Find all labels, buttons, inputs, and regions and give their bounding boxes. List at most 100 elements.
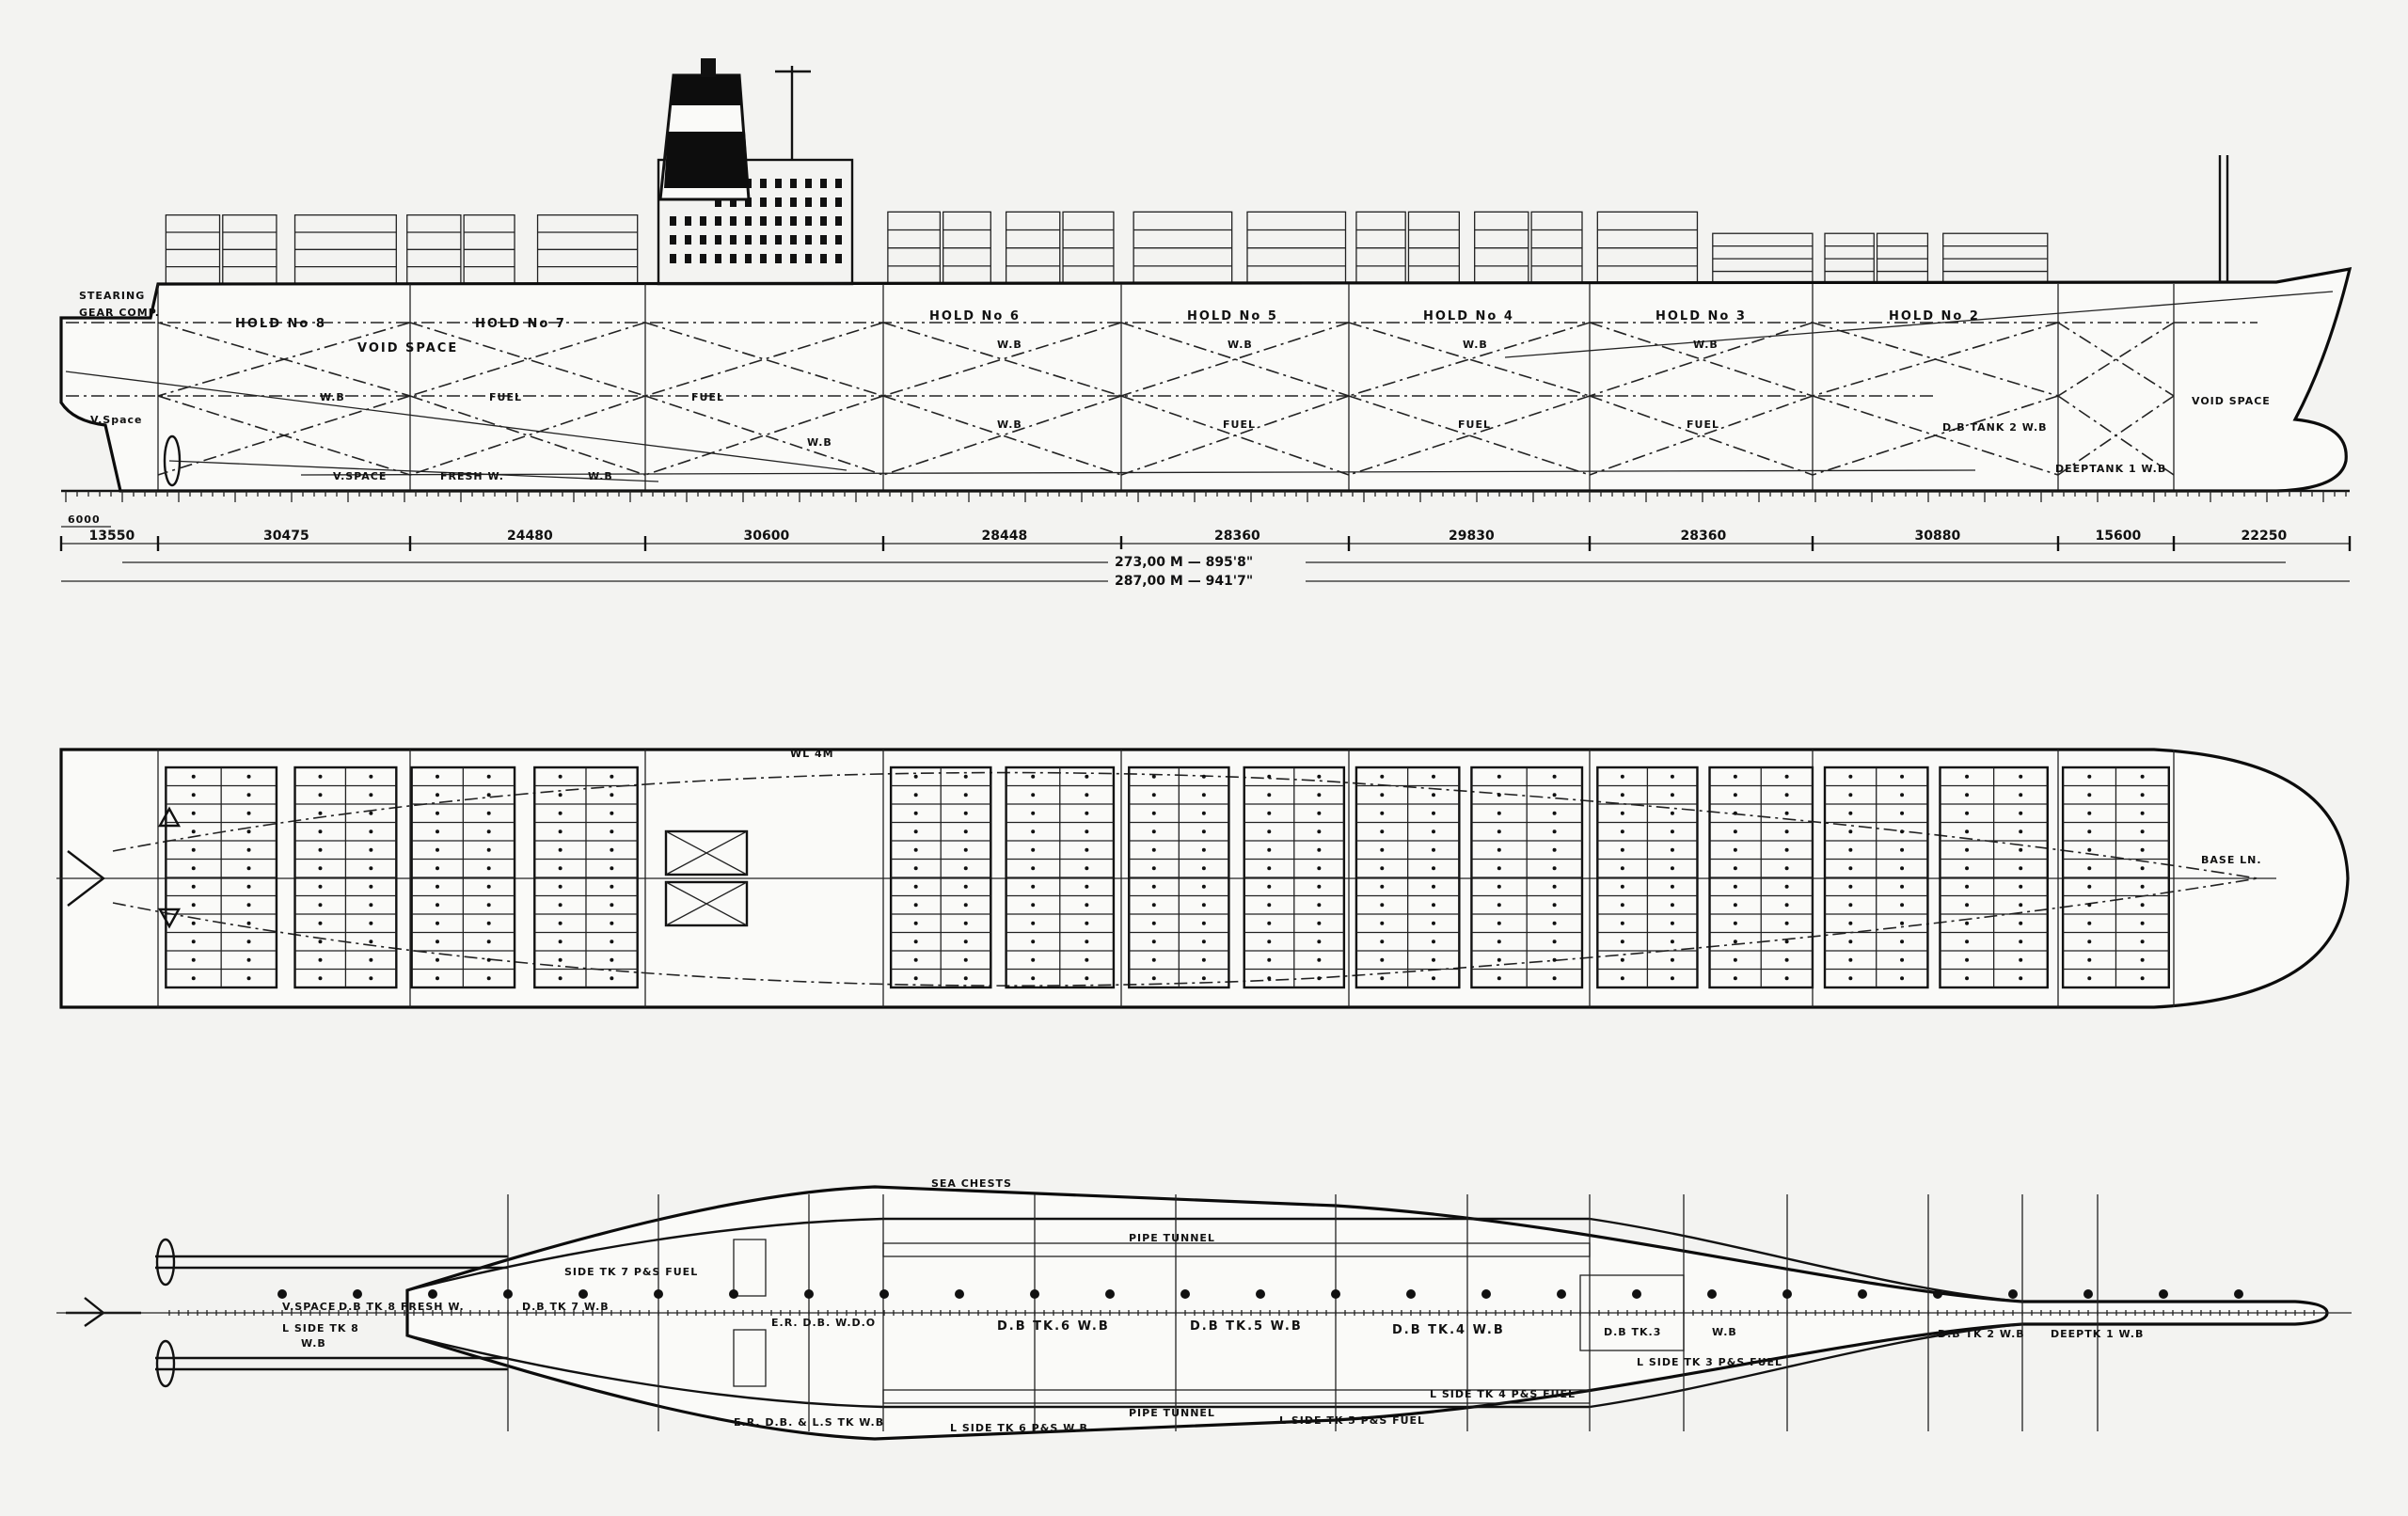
lashing-point xyxy=(369,976,373,981)
window xyxy=(745,216,752,226)
lashing-point xyxy=(1267,940,1272,944)
lashing-point xyxy=(1380,847,1385,852)
drain-plug xyxy=(1331,1289,1340,1299)
drain-plug xyxy=(277,1289,287,1299)
lashing-point xyxy=(2019,921,2023,925)
label-hold-2: HOLD No 2 xyxy=(1889,309,1980,324)
lashing-point xyxy=(1965,903,1970,908)
lashing-point xyxy=(1267,829,1272,834)
lashing-point xyxy=(2140,774,2145,779)
lashing-point xyxy=(913,793,918,797)
lashing-point xyxy=(1317,774,1322,779)
window xyxy=(775,216,782,226)
lashing-point xyxy=(2140,847,2145,852)
lashing-point xyxy=(1497,847,1501,852)
lashing-point xyxy=(486,921,491,925)
engine-hatch-cross xyxy=(665,830,748,926)
lashing-point xyxy=(1151,793,1156,797)
lashing-point xyxy=(246,940,251,944)
lashing-point xyxy=(1267,976,1272,981)
window xyxy=(775,197,782,207)
lashing-point xyxy=(1151,811,1156,815)
label-hold-6: HOLD No 6 xyxy=(929,309,1021,324)
window xyxy=(760,197,767,207)
lashing-point xyxy=(1552,940,1557,944)
lashing-point xyxy=(913,921,918,925)
lashing-point xyxy=(963,884,968,889)
drain-plug xyxy=(353,1289,362,1299)
label-fuel-h3: FUEL xyxy=(1687,418,1719,431)
engine-hatch-2 xyxy=(664,880,749,927)
hold-diagonal xyxy=(157,322,411,476)
lashing-point xyxy=(2087,811,2092,815)
lashing-point xyxy=(318,829,323,834)
lashing-point xyxy=(2087,903,2092,908)
label-wb-h3: W.B xyxy=(1693,339,1719,351)
dimension-value: 24480 xyxy=(507,529,553,544)
window xyxy=(685,216,691,226)
lashing-point xyxy=(318,866,323,871)
window xyxy=(685,254,691,263)
lashing-point xyxy=(318,774,323,779)
lashing-point xyxy=(1151,884,1156,889)
lashing-point xyxy=(1900,976,1905,981)
label-er-db-ls: E.R. D.B. & L.S TK W.B xyxy=(734,1416,884,1429)
lashing-point xyxy=(1085,976,1089,981)
lashing-point xyxy=(1497,921,1501,925)
hull-profile xyxy=(59,266,2353,493)
drain-plug xyxy=(1933,1289,1942,1299)
lashing-point xyxy=(1380,921,1385,925)
lashing-point xyxy=(1965,829,1970,834)
shaft-starboard xyxy=(155,1356,508,1371)
window xyxy=(835,254,842,263)
lashing-point xyxy=(435,847,439,852)
lashing-point xyxy=(1965,921,1970,925)
lashing-point xyxy=(1031,866,1036,871)
lashing-point xyxy=(1900,774,1905,779)
funnel-lower-band xyxy=(664,132,749,188)
lashing-point xyxy=(963,811,968,815)
label-hold-7: HOLD No 7 xyxy=(475,317,566,331)
lashing-point xyxy=(1201,957,1206,962)
lashing-point xyxy=(191,829,196,834)
label-base: BASE LN. xyxy=(2201,854,2262,866)
lashing-point xyxy=(1784,903,1789,908)
lashing-point xyxy=(1380,957,1385,962)
window xyxy=(790,235,797,245)
lashing-point xyxy=(2140,811,2145,815)
lashing-point xyxy=(1085,866,1089,871)
window xyxy=(805,197,812,207)
lashing-point xyxy=(191,793,196,797)
window xyxy=(790,254,797,263)
lashing-point xyxy=(2140,921,2145,925)
window xyxy=(835,197,842,207)
lashing-point xyxy=(1497,940,1501,944)
lashing-point xyxy=(246,811,251,815)
dimension-value: 28448 xyxy=(982,529,1028,544)
label-l-side-tk-4: L SIDE TK 4 P&S FUEL xyxy=(1430,1388,1576,1400)
lashing-point xyxy=(2087,957,2092,962)
label-l-side-tk-6: L SIDE TK 6 P&S W.B xyxy=(950,1422,1088,1434)
window xyxy=(760,179,767,188)
lashing-point xyxy=(191,940,196,944)
window xyxy=(805,254,812,263)
lashing-point xyxy=(1201,921,1206,925)
lashing-point xyxy=(558,921,562,925)
lashing-point xyxy=(1267,793,1272,797)
window xyxy=(715,216,721,226)
lashing-point xyxy=(1900,811,1905,815)
lashing-point xyxy=(318,921,323,925)
lashing-point xyxy=(558,884,562,889)
lashing-point xyxy=(610,847,614,852)
lashing-point xyxy=(1431,976,1435,981)
window xyxy=(805,179,812,188)
window xyxy=(820,254,827,263)
lashing-point xyxy=(191,884,196,889)
label-wb-h6: W.B xyxy=(997,339,1022,351)
label-db-tk-7: D.B TK 7 W.B xyxy=(522,1301,610,1313)
lashing-point xyxy=(435,829,439,834)
lashing-point xyxy=(963,866,968,871)
window xyxy=(670,254,676,263)
lashing-point xyxy=(1031,774,1036,779)
lashing-point xyxy=(610,866,614,871)
